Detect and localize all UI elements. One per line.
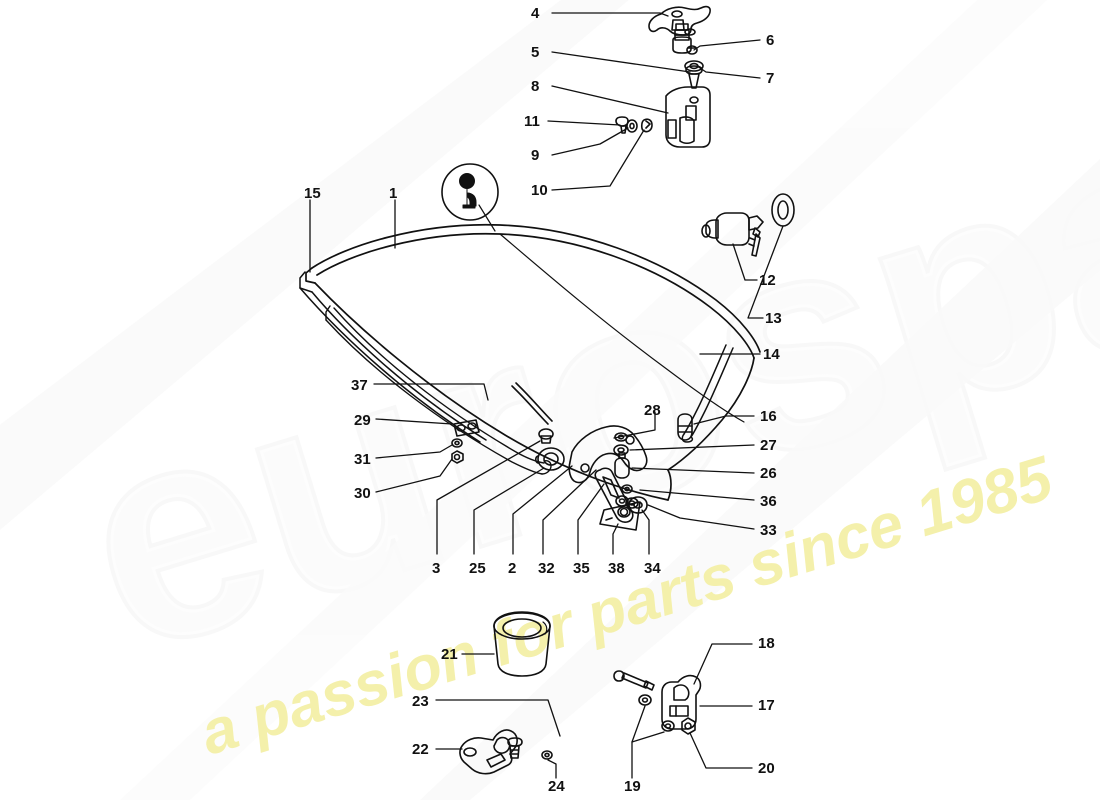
part-label-36: 36 — [760, 493, 777, 510]
part-label-33: 33 — [760, 522, 777, 539]
part-38-mount-plate — [599, 501, 641, 531]
part-label-28: 28 — [644, 402, 661, 419]
part-8-lock-body — [665, 86, 711, 148]
part-label-34: 34 — [644, 560, 661, 577]
part-26-spring-stop — [614, 452, 630, 479]
part-label-1: 1 — [389, 185, 398, 202]
part-label-13: 13 — [765, 310, 782, 327]
part-5-striker-screw — [685, 65, 703, 89]
part-1-trunk-lid-panel — [305, 223, 761, 501]
part-label-38: 38 — [608, 560, 625, 577]
part-label-12: 12 — [759, 272, 776, 289]
part-label-5: 5 — [531, 44, 540, 61]
part-11-lock-screw — [615, 116, 629, 134]
part-16-rubber-buffer — [677, 413, 693, 441]
part-20-catch-nut — [681, 717, 696, 735]
part-label-31: 31 — [354, 451, 371, 468]
part-13-seal-ring — [771, 193, 795, 227]
part-22-latch-hook-lever — [459, 729, 518, 775]
part-label-15: 15 — [304, 185, 321, 202]
part-30-clip-nut — [451, 450, 464, 464]
part-14-lid-seal-strip — [681, 344, 734, 443]
part-label-23: 23 — [412, 693, 429, 710]
part-label-2: 2 — [508, 560, 517, 577]
part-6-striker-shaft — [672, 23, 698, 55]
part-19-catch-washers — [638, 694, 675, 732]
part-label-19: 19 — [624, 778, 641, 795]
part-label-11: 11 — [524, 113, 540, 130]
part-label-16: 16 — [760, 408, 777, 425]
part-35-support-strut — [594, 467, 634, 523]
part-17-catch-bracket — [661, 674, 702, 730]
part-31-clip-washer — [451, 438, 463, 448]
part-label-9: 9 — [531, 147, 540, 164]
part-label-14: 14 — [763, 346, 780, 363]
part-10-lock-clip — [640, 118, 653, 133]
part-label-24: 24 — [548, 778, 565, 795]
leader-lines-top — [547, 12, 761, 191]
part-9-lock-washer — [626, 119, 638, 133]
part-24-latch-washer — [541, 750, 553, 760]
part-15-lid-front-edge — [299, 271, 487, 443]
part-29-clip-plate — [453, 419, 480, 437]
part-12-lock-cylinder — [701, 212, 764, 257]
hook-detail-circle — [441, 163, 499, 232]
part-label-29: 29 — [354, 412, 371, 429]
part-18-catch-bolt — [613, 670, 655, 691]
part-label-8: 8 — [531, 78, 540, 95]
part-32-torsion-link — [511, 382, 553, 425]
part-25-hinge-bushing — [534, 447, 565, 471]
part-23-latch-screw — [507, 737, 523, 759]
part-label-18: 18 — [758, 635, 775, 652]
part-label-10: 10 — [531, 182, 548, 199]
part-label-17: 17 — [758, 697, 775, 714]
leader-lines-bottom — [435, 643, 753, 779]
part-label-7: 7 — [766, 70, 775, 87]
part-label-30: 30 — [354, 485, 371, 502]
part-label-25: 25 — [469, 560, 486, 577]
part-label-26: 26 — [760, 465, 777, 482]
part-27-hinge-washer — [613, 444, 629, 456]
leader-lines-panel — [309, 199, 396, 273]
part-label-22: 22 — [412, 741, 429, 758]
part-36-pivot-pin — [621, 484, 633, 494]
part-label-6: 6 — [766, 32, 775, 49]
part-33-34-bracket-fasteners — [615, 495, 648, 514]
part-label-32: 32 — [538, 560, 555, 577]
part-label-35: 35 — [573, 560, 590, 577]
leader-lines-lower — [373, 383, 755, 555]
part-label-20: 20 — [758, 760, 775, 777]
part-label-37: 37 — [351, 377, 368, 394]
part-label-3: 3 — [432, 560, 441, 577]
part-21-rubber-grommet — [493, 611, 551, 677]
part-3-hinge-bolt — [538, 428, 554, 444]
part-label-4: 4 — [531, 5, 540, 22]
part-label-21: 21 — [441, 646, 458, 663]
part-label-27: 27 — [760, 437, 777, 454]
leader-lines-cylinder — [699, 225, 784, 355]
